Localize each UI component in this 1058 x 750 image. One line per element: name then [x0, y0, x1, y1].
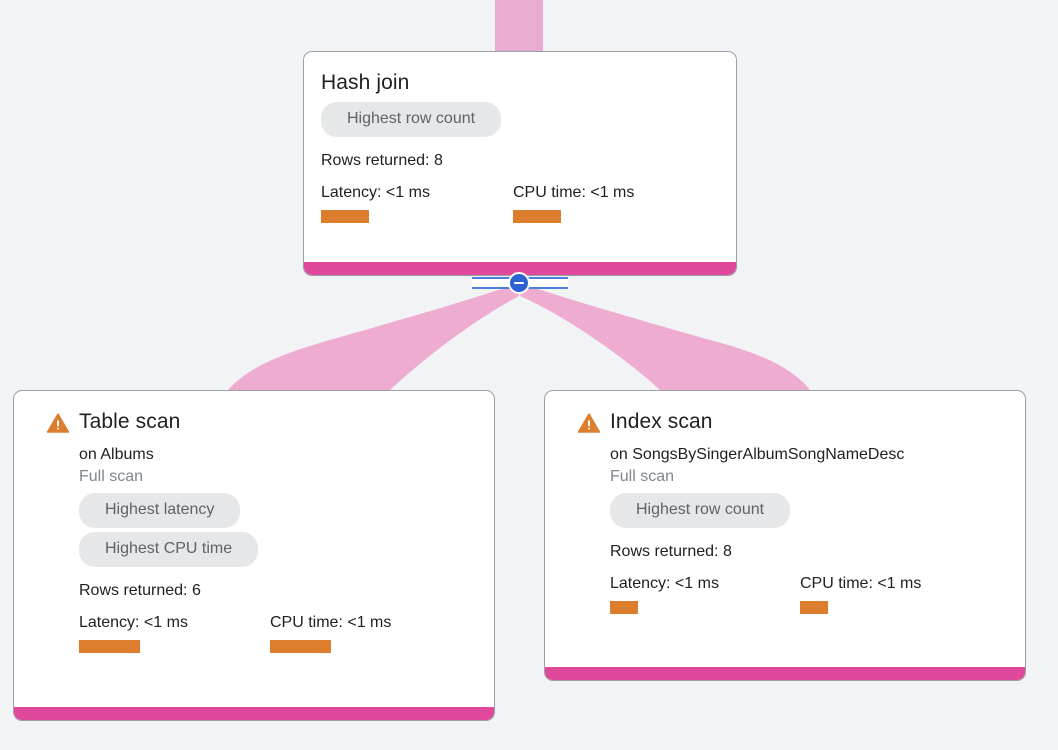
edge-incoming-top	[495, 0, 543, 52]
node-header: Table scan on Albums Full scan Highest l…	[45, 409, 476, 653]
metric-latency-label: Latency: <1 ms	[321, 184, 430, 201]
node-subtitle: on SongsBySingerAlbumSongNameDesc	[610, 446, 905, 463]
node-title: Index scan	[610, 410, 713, 433]
plan-node-table-scan[interactable]: Table scan on Albums Full scan Highest l…	[13, 390, 495, 721]
node-rows-returned: Rows returned: 8	[321, 152, 443, 169]
node-rows-returned: Rows returned: 6	[79, 582, 201, 599]
metric-cpu-time-label: CPU time: <1 ms	[270, 614, 392, 631]
node-header: Index scan on SongsBySingerAlbumSongName…	[576, 409, 1007, 614]
node-header-text: Table scan on Albums Full scan Highest l…	[79, 409, 391, 653]
metric-cpu-time: CPU time: <1 ms	[513, 183, 634, 223]
chip-highest-row-count[interactable]: Highest row count	[610, 493, 791, 528]
node-title: Hash join	[321, 71, 410, 94]
node-title: Table scan	[79, 410, 181, 433]
warning-triangle-icon	[46, 413, 70, 433]
node-chips: Highest row count	[321, 102, 718, 141]
metric-cpu-time: CPU time: <1 ms	[270, 613, 391, 653]
node-metrics: Latency: <1 ms CPU time: <1 ms	[321, 183, 718, 223]
latency-bar	[79, 640, 140, 653]
cpu-bar	[513, 210, 561, 223]
latency-bar	[610, 601, 638, 614]
metric-cpu-time-label: CPU time: <1 ms	[800, 575, 922, 592]
chip-highest-latency[interactable]: Highest latency	[79, 493, 241, 528]
metric-latency-label: Latency: <1 ms	[610, 575, 719, 592]
metric-cpu-time-label: CPU time: <1 ms	[513, 184, 635, 201]
cpu-bar	[800, 601, 828, 614]
node-chips: Highest latency Highest CPU time	[79, 493, 391, 571]
cpu-bar	[270, 640, 331, 653]
chip-highest-cpu-time[interactable]: Highest CPU time	[79, 532, 259, 567]
node-body: Hash join Highest row count Rows returne…	[304, 52, 736, 233]
node-header-text: Hash join	[321, 70, 409, 96]
node-accent-bar	[304, 262, 736, 275]
warning-triangle-icon	[577, 413, 601, 433]
plan-node-index-scan[interactable]: Index scan on SongsBySingerAlbumSongName…	[544, 390, 1026, 681]
node-subtitle: on Albums	[79, 446, 154, 463]
metric-latency: Latency: <1 ms	[79, 613, 270, 653]
node-metrics: Latency: <1 ms CPU time: <1 ms	[79, 613, 391, 653]
node-scan-type: Full scan	[79, 468, 144, 485]
node-header-text: Index scan on SongsBySingerAlbumSongName…	[610, 409, 921, 614]
node-body: Table scan on Albums Full scan Highest l…	[14, 391, 494, 663]
node-accent-bar	[545, 667, 1025, 680]
chip-highest-row-count[interactable]: Highest row count	[321, 102, 502, 137]
node-header: Hash join	[321, 70, 718, 96]
metric-latency-label: Latency: <1 ms	[79, 614, 188, 631]
minus-circle-icon[interactable]	[508, 272, 530, 294]
node-scan-type: Full scan	[610, 468, 675, 485]
metric-cpu-time: CPU time: <1 ms	[800, 574, 921, 614]
metric-latency: Latency: <1 ms	[321, 183, 513, 223]
node-chips: Highest row count	[610, 493, 921, 532]
metric-latency: Latency: <1 ms	[610, 574, 800, 614]
node-rows-returned: Rows returned: 8	[610, 543, 732, 560]
node-accent-bar	[14, 707, 494, 720]
node-metrics: Latency: <1 ms CPU time: <1 ms	[610, 574, 921, 614]
node-body: Index scan on SongsBySingerAlbumSongName…	[545, 391, 1025, 624]
edge-hashjoin-to-table-scan	[228, 284, 519, 390]
edge-hashjoin-to-index-scan	[520, 284, 810, 390]
latency-bar	[321, 210, 369, 223]
plan-node-hash-join[interactable]: Hash join Highest row count Rows returne…	[303, 51, 737, 276]
collapse-children-toggle[interactable]	[472, 272, 568, 294]
